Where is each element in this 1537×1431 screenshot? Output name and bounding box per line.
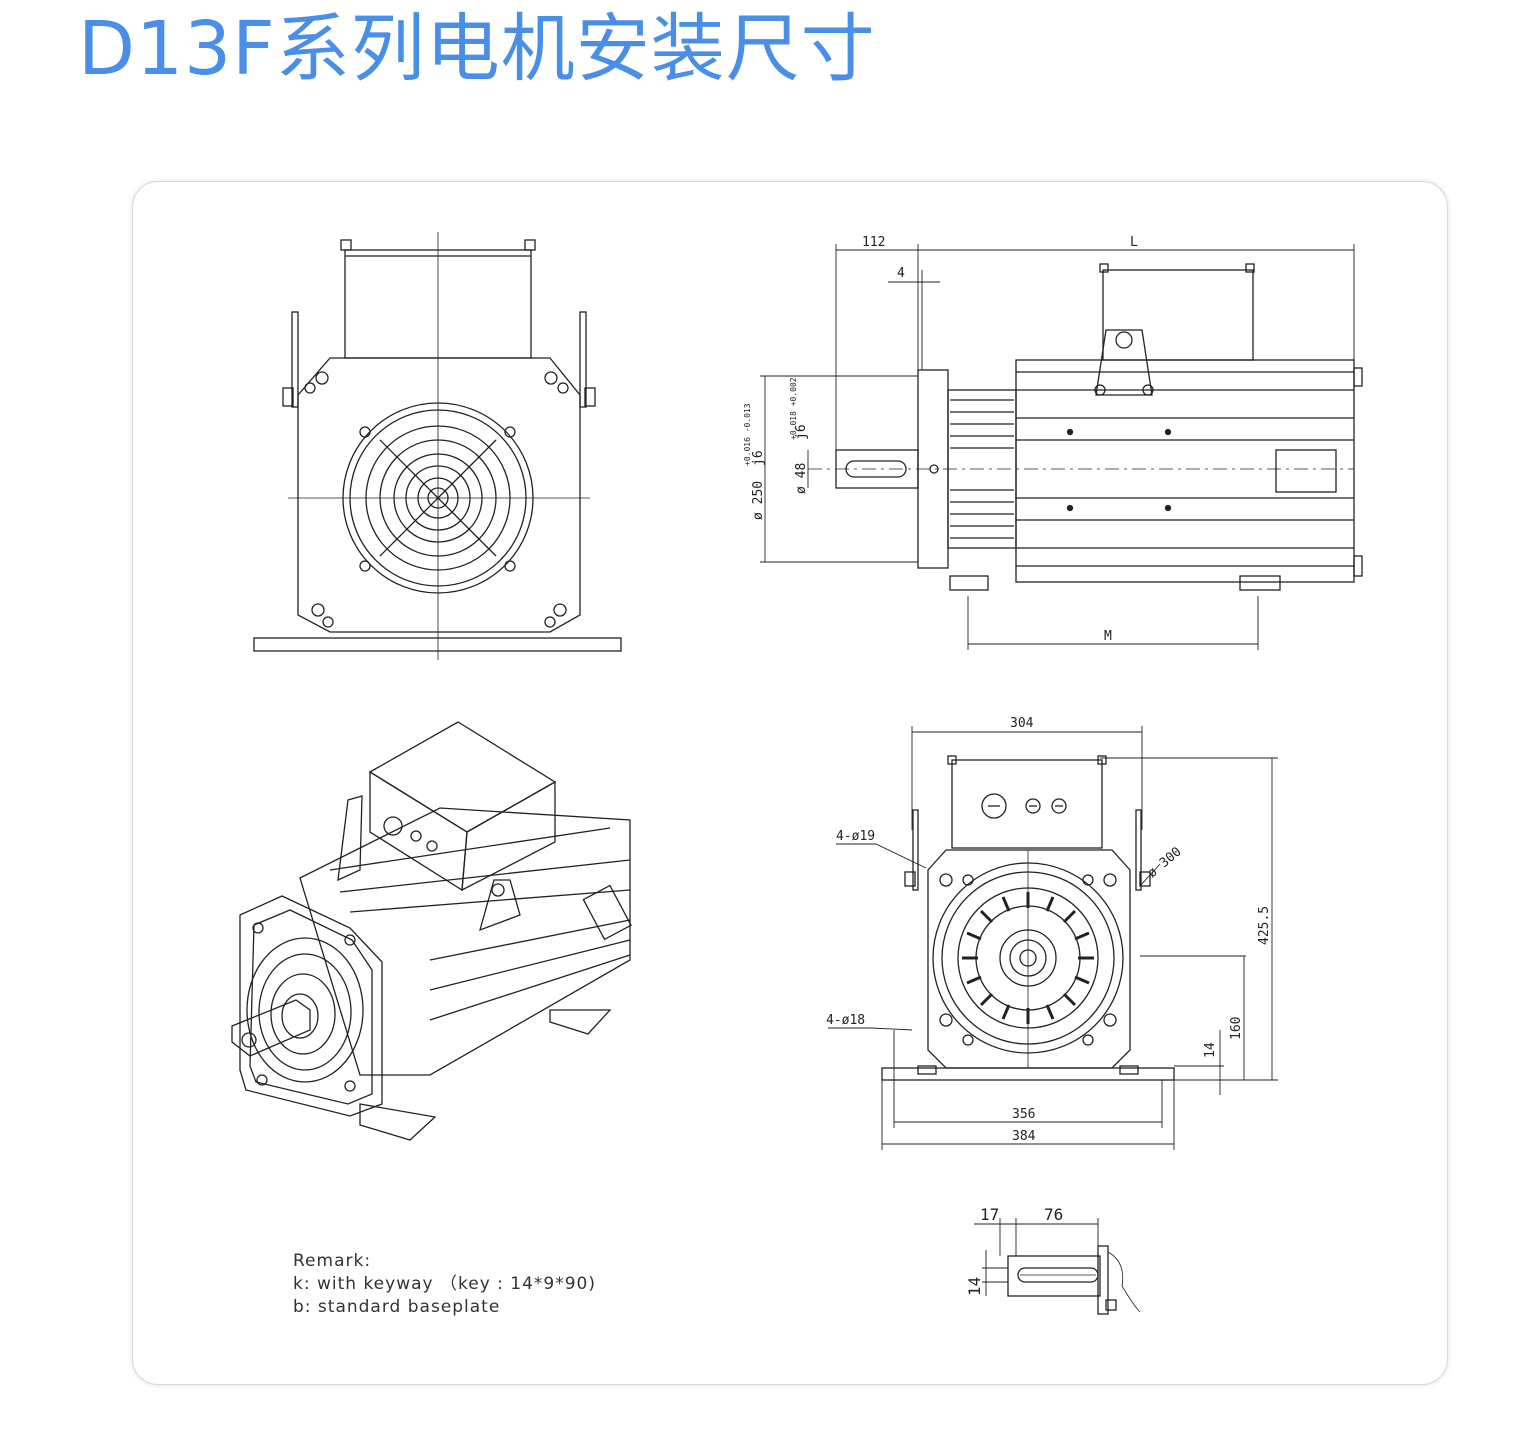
dim-76: 76 (1044, 1205, 1063, 1224)
shaft-key-detail: 17 76 14 (965, 1205, 1141, 1315)
dim-304: 304 (1010, 716, 1034, 731)
dim-d250: ø 250 (751, 481, 766, 520)
remark-heading: Remark: (293, 1251, 372, 1271)
dim-356: 356 (1012, 1107, 1035, 1122)
dim-tol-a: +0.016 -0.013 (743, 403, 752, 466)
remark-baseplate: b: standard baseplate (293, 1297, 501, 1317)
rear-view-drawing (253, 232, 622, 660)
side-view-drawing: 112 L 4 M ø 250 j6 +0.016 -0.013 ø 48 j6… (743, 235, 1363, 650)
dim-4-d19: 4-ø19 (836, 829, 875, 844)
dim-L: L (1130, 235, 1138, 250)
dim-14: 14 (1203, 1042, 1218, 1058)
page-title: D13F系列电机安装尺寸 (78, 6, 876, 92)
dim-384: 384 (1012, 1129, 1036, 1144)
dim-d300: ø 300 (1145, 844, 1185, 881)
dim-shaft-14: 14 (965, 1277, 984, 1296)
dim-112: 112 (862, 235, 885, 250)
dim-160: 160 (1229, 1017, 1244, 1040)
dim-425-5: 425.5 (1257, 906, 1272, 945)
dim-d48: ø 48 (794, 463, 809, 494)
dim-4: 4 (897, 266, 905, 281)
dim-tol-b: +0.018 +0.002 (789, 377, 798, 440)
remark-keyway: k: with keyway （key : 14*9*90) (293, 1274, 596, 1294)
drawing-panel (132, 181, 1448, 1385)
front-view-drawing: 304 4-ø19 ø 300 425.5 4-ø18 14 160 356 3… (826, 716, 1278, 1150)
dim-M: M (1104, 629, 1112, 644)
dim-j6-a: j6 (751, 450, 766, 466)
dim-4-d18: 4-ø18 (826, 1013, 865, 1028)
dim-17: 17 (980, 1205, 999, 1224)
remark-block: Remark: k: with keyway （key : 14*9*90) b… (293, 1250, 596, 1319)
isometric-view-drawing (231, 721, 632, 1141)
dim-j6-b: j6 (794, 424, 809, 440)
